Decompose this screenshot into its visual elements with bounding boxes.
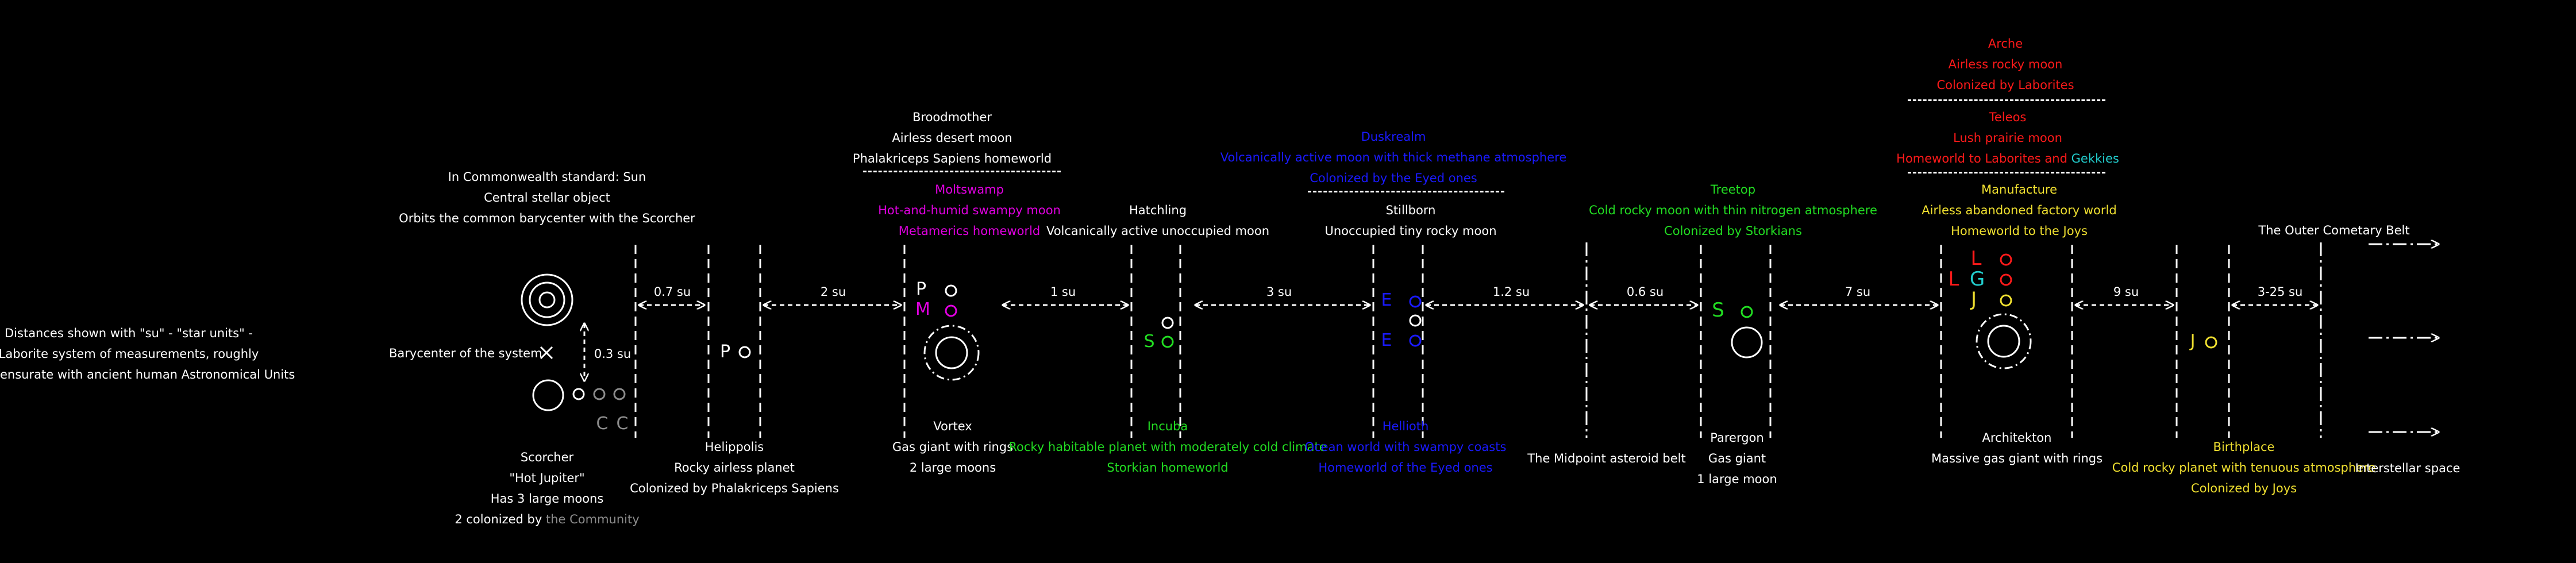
outer-belt-label: The Outer Cometary Belt: [2258, 223, 2410, 237]
separator: [1308, 191, 1504, 192]
separator: [863, 171, 1061, 172]
distance-label: 0.6 su: [1626, 285, 1664, 299]
scorcher-planet-icon: [532, 379, 564, 411]
vortex-moon-letter: M: [915, 299, 930, 319]
incuba-planet-icon: [1161, 336, 1174, 348]
scorcher-label: Scorcher"Hot Jupiter"Has 3 large moons 2…: [455, 450, 640, 526]
separator: [1908, 99, 2105, 101]
distance-label: 3-25 su: [2257, 285, 2303, 299]
manufacture-moon-letter: J: [1970, 288, 1977, 311]
distance-label: 3 su: [1266, 285, 1292, 299]
distance-label: 0.7 su: [653, 285, 691, 299]
barycenter-distance: 0.3 su: [594, 347, 632, 361]
vortex-planet-icon: [935, 336, 968, 369]
birthplace-letter: J: [2190, 331, 2196, 351]
sun-star-icon: [521, 273, 573, 326]
barycenter-label: Barycenter of the system: [389, 346, 542, 360]
parergon-planet-icon: [1731, 326, 1763, 358]
distance-label: 1 su: [1050, 285, 1076, 299]
teleos-moon-letter: L: [1948, 268, 1959, 291]
hatchling-moon-letter: S: [1143, 331, 1155, 352]
architekton-planet-icon: [1987, 325, 2020, 358]
distance-label: 9 su: [2113, 285, 2139, 299]
parergon-moon-letter: S: [1712, 299, 1724, 322]
separator: [1908, 172, 2105, 173]
distance-label: 1.2 su: [1492, 285, 1530, 299]
interstellar-label: Interstellar space: [2355, 461, 2461, 475]
intro-text: Distances shown with "su" - "star units"…: [0, 326, 295, 381]
vortex-moon-letter: P: [915, 279, 927, 299]
distance-label: 2 su: [820, 285, 846, 299]
hellioth-moon-letter: E: [1381, 330, 1392, 350]
hellioth-moon-letter: E: [1381, 290, 1392, 310]
birthplace-planet-icon: [2205, 336, 2217, 349]
helippolis-letter: P: [719, 342, 731, 362]
scorcher-moon-letter: C: [616, 414, 629, 434]
midpoint-belt-label: The Midpoint asteroid belt: [1527, 452, 1686, 465]
helippolis-planet-icon: [738, 346, 751, 358]
hellioth-planet-icon: [1409, 334, 1422, 347]
arche-moon-letter: L: [1970, 247, 1982, 270]
scorcher-moon-letter: C: [596, 414, 609, 434]
distance-label: 7 su: [1845, 285, 1871, 299]
teleos-moon-letter: G: [1969, 268, 1985, 291]
